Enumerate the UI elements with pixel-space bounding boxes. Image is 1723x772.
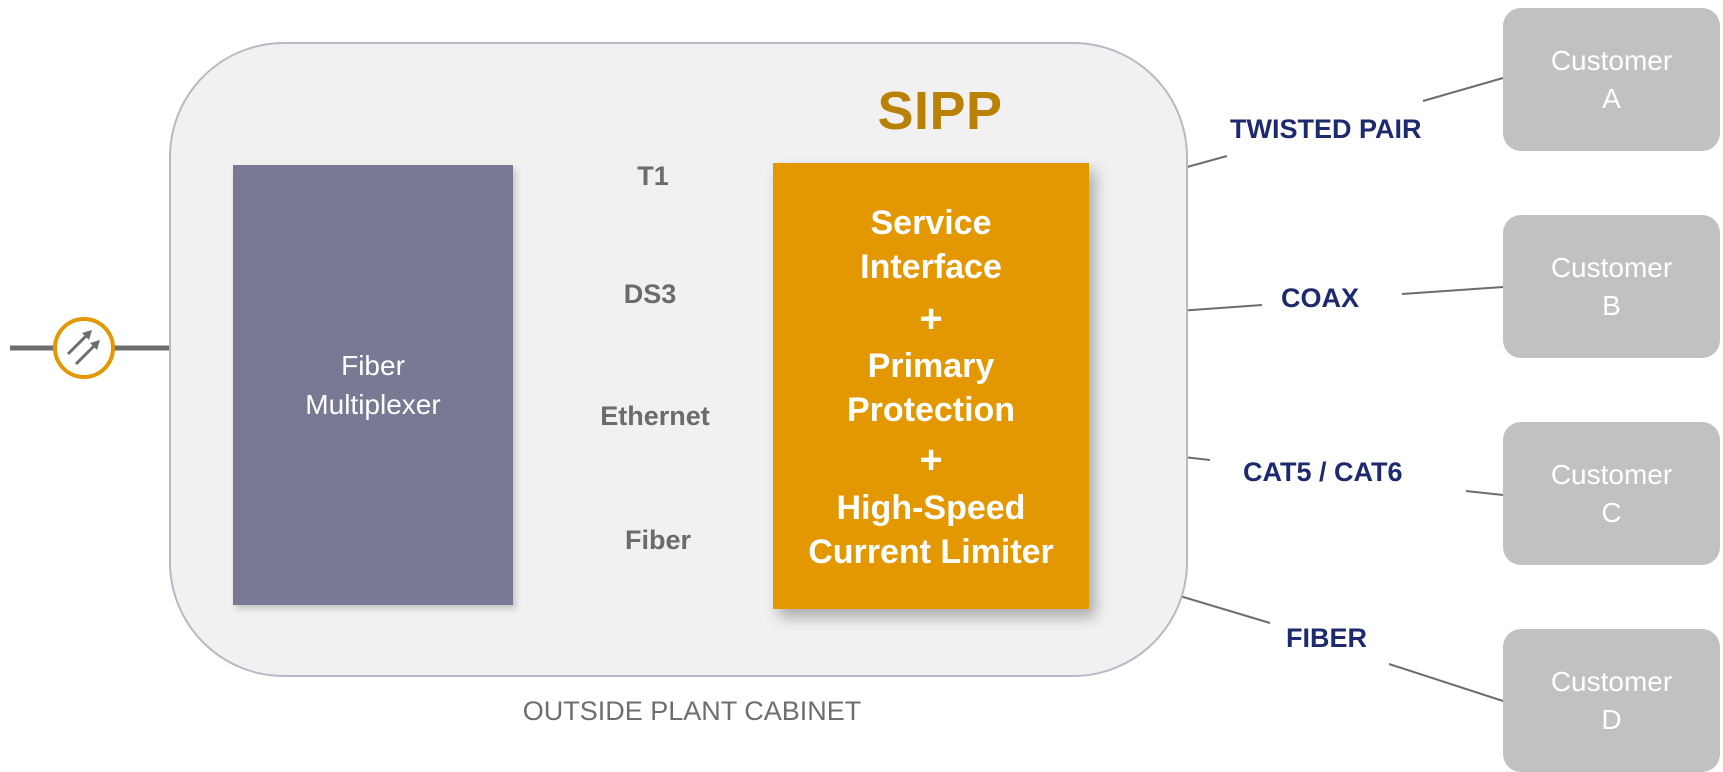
link-label-fiber: Fiber bbox=[624, 525, 691, 555]
sipp-line-protection: Protection bbox=[846, 391, 1016, 429]
link-label-t1: T1 bbox=[637, 161, 669, 191]
sipp-line-high-speed: High-Speed bbox=[836, 489, 1026, 527]
customer-b-line1: Customer bbox=[1550, 251, 1673, 283]
sipp-plus-2: + bbox=[919, 438, 943, 482]
link-label-ethernet: Ethernet bbox=[600, 401, 710, 431]
customer-d-line2: D bbox=[1601, 703, 1622, 735]
sipp-line-interface: Interface bbox=[860, 248, 1002, 286]
customer-a-line2: A bbox=[1602, 82, 1621, 114]
wire-cat-customer-c bbox=[1465, 490, 1504, 496]
sipp-title: SIPP bbox=[877, 81, 1003, 141]
link-label-ds3: DS3 bbox=[623, 279, 677, 309]
customer-d-box: Customer D bbox=[1503, 629, 1720, 772]
fiber-input-icon bbox=[53, 317, 115, 379]
sipp-box: Service Interface + Primary Protection +… bbox=[773, 163, 1089, 609]
media-label-twisted-pair: TWISTED PAIR bbox=[1230, 114, 1422, 144]
customer-c-line1: Customer bbox=[1550, 458, 1673, 490]
customer-c-line2: C bbox=[1601, 496, 1622, 528]
media-label-cat: CAT5 / CAT6 bbox=[1243, 457, 1403, 487]
wire-coax-customer-b bbox=[1401, 286, 1504, 295]
media-label-coax: COAX bbox=[1281, 283, 1360, 313]
fiber-multiplexer-label: Fiber Multiplexer bbox=[305, 350, 441, 420]
wire-fiber-customer-d bbox=[1388, 663, 1504, 702]
customer-a-box: Customer A bbox=[1503, 8, 1720, 151]
sipp-plus-1: + bbox=[919, 297, 943, 341]
customer-d-line1: Customer bbox=[1550, 665, 1673, 697]
customer-a-line1: Customer bbox=[1550, 44, 1673, 76]
wire-twisted-pair-customer-a bbox=[1422, 77, 1504, 102]
media-label-fiber: FIBER bbox=[1286, 623, 1367, 653]
customer-b-box: Customer B bbox=[1503, 215, 1720, 358]
customer-b-line2: B bbox=[1602, 289, 1621, 321]
sipp-line-service: Service bbox=[870, 204, 992, 242]
cabinet-label: OUTSIDE PLANT CABINET bbox=[522, 696, 862, 726]
sipp-line-primary: Primary bbox=[867, 347, 995, 385]
sipp-line-current-limiter: Current Limiter bbox=[808, 533, 1054, 571]
fiber-multiplexer-box: Fiber Multiplexer bbox=[233, 165, 513, 605]
customer-c-box: Customer C bbox=[1503, 422, 1720, 565]
